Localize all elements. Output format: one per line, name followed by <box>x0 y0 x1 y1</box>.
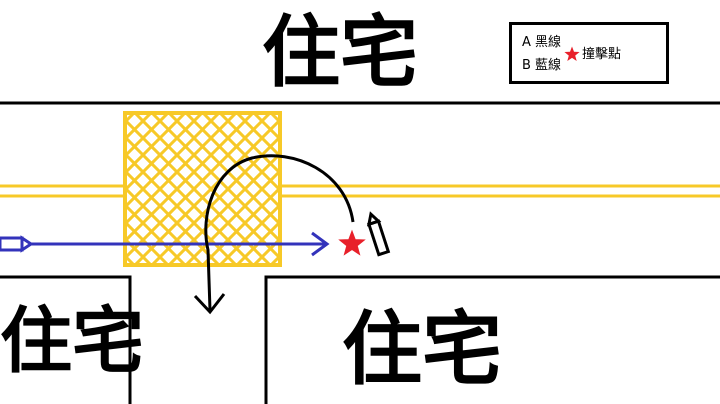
red-star-icon <box>564 46 580 61</box>
house-label-top: 住宅 <box>262 8 419 98</box>
house-label-bottom-right: 住宅 <box>342 303 502 396</box>
building-bottom-right <box>264 275 720 404</box>
path-b-blue-arrow <box>28 231 330 257</box>
legend-impact-label: 撞擊點 <box>582 46 622 62</box>
legend-line-a: A 黑線 <box>522 35 562 50</box>
legend-line-b: B 藍線 <box>522 58 562 73</box>
red-star-icon <box>338 229 366 256</box>
house-label-bottom-left: 住宅 <box>0 299 145 383</box>
blue-pencil-car-icon <box>0 235 34 253</box>
road-center-line <box>0 184 720 198</box>
black-pencil-car-icon <box>366 211 391 257</box>
building-bottom-left <box>0 275 132 404</box>
legend-impact-entry: 撞擊點 <box>564 46 621 62</box>
crosswalk-zone <box>123 111 282 267</box>
path-a-black-arrow <box>193 154 355 315</box>
legend-box: A 黑線 撞擊點 B 藍線 <box>509 22 669 84</box>
